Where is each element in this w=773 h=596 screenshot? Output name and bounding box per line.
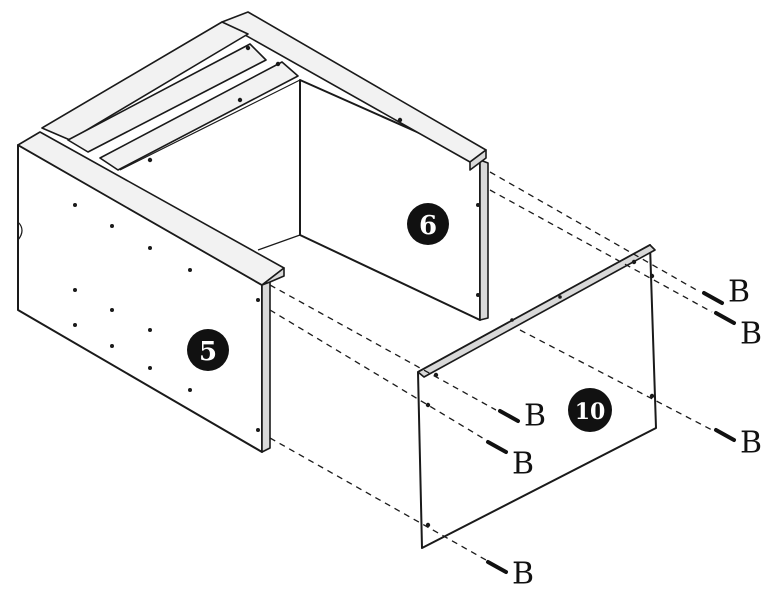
callout-5-label: 5 — [199, 337, 217, 367]
screw-label-b-2: B — [740, 317, 762, 352]
screws — [486, 291, 736, 574]
callout-10-label: 10 — [575, 399, 606, 425]
top-frame — [41, 11, 487, 171]
front-panel — [417, 244, 657, 549]
screw-label-b-3: B — [740, 426, 762, 461]
side-panel-holes — [73, 203, 260, 432]
callout-6-label: 6 — [419, 211, 437, 241]
floor-edge — [119, 79, 301, 171]
screw-labels: B B B B B B — [512, 275, 762, 592]
screw-label-b-1: B — [728, 275, 750, 310]
floor-back-edge — [257, 234, 301, 251]
screw-label-b-6: B — [512, 557, 534, 592]
callout-part-10: 10 — [568, 388, 612, 432]
callout-part-6: 6 — [407, 203, 449, 245]
callout-part-5: 5 — [187, 329, 229, 371]
guide-lines — [269, 171, 713, 561]
screw-label-b-4: B — [524, 399, 546, 434]
screw-label-b-5: B — [512, 447, 534, 482]
side-panel — [17, 131, 285, 453]
